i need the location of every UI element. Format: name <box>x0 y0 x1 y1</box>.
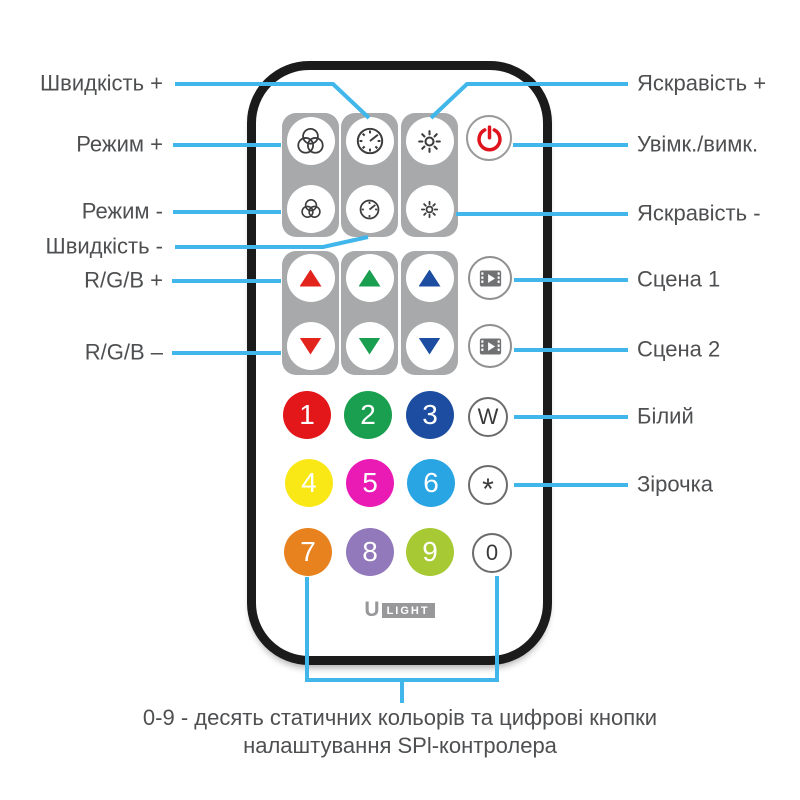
digit-9-button[interactable]: 9 <box>406 528 454 576</box>
brand-logo: U LIGHT <box>256 598 543 622</box>
brand-logo-u: U <box>364 598 380 621</box>
digit-2-button[interactable]: 2 <box>344 391 392 439</box>
label-scene2: Сцена 2 <box>637 336 721 362</box>
speed-minus-button[interactable] <box>345 185 394 233</box>
down-arrow-icon <box>299 337 322 355</box>
up-arrow-icon <box>358 269 381 287</box>
red-adjust-group <box>282 251 339 375</box>
label-mode-minus: Режим - <box>81 198 163 224</box>
mode-minus-button[interactable] <box>286 185 335 233</box>
mode-plus-button[interactable] <box>286 117 335 165</box>
digit-label: 6 <box>423 467 439 498</box>
star-button[interactable]: * <box>468 465 508 505</box>
label-white: Білий <box>637 403 694 429</box>
up-arrow-icon <box>418 269 441 287</box>
speed-gauge-icon <box>356 127 383 155</box>
digit-5-button[interactable]: 5 <box>346 459 394 507</box>
rgb-mode-icon <box>297 127 324 154</box>
film-play-icon <box>479 270 501 286</box>
speed-gauge-icon <box>359 199 380 219</box>
white-button[interactable]: W <box>468 397 508 437</box>
label-speed-plus: Швидкість + <box>40 70 163 96</box>
digits-caption: 0-9 - десять статичних кольорів та цифро… <box>142 705 658 758</box>
blue-up-button[interactable] <box>405 254 454 302</box>
brightness-minus-button[interactable] <box>405 185 454 233</box>
digit-label: 9 <box>422 536 438 567</box>
brightness-plus-button[interactable] <box>405 117 454 165</box>
power-icon <box>476 124 502 151</box>
label-star: Зірочка <box>637 471 713 497</box>
label-power: Увімк./вимк. <box>637 131 759 157</box>
label-speed-minus: Швидкість - <box>45 233 163 259</box>
digit-label: 7 <box>300 536 316 567</box>
film-play-icon <box>479 338 501 354</box>
sun-icon <box>418 129 441 153</box>
remote-body: 1 2 3 4 5 6 7 8 9 W * 0 U LIGHT <box>247 61 552 665</box>
blue-down-button[interactable] <box>405 322 454 370</box>
label-rgb-plus: R/G/B + <box>84 267 163 293</box>
label-scene1: Сцена 1 <box>637 266 721 292</box>
down-arrow-icon <box>418 337 441 355</box>
digit-label: 4 <box>301 467 317 498</box>
digit-label: 3 <box>422 399 438 430</box>
digit-label: 2 <box>360 399 376 430</box>
mode-button-group <box>282 113 339 237</box>
digit-7-button[interactable]: 7 <box>284 528 332 576</box>
digit-label: 5 <box>362 467 378 498</box>
speed-button-group <box>341 113 398 237</box>
label-rgb-minus: R/G/B – <box>84 339 163 365</box>
blue-adjust-group <box>401 251 458 375</box>
white-button-label: W <box>477 404 499 429</box>
digit-label: 1 <box>299 399 315 430</box>
zero-button[interactable]: 0 <box>472 533 512 573</box>
label-mode-plus: Режим + <box>76 131 163 157</box>
sun-icon <box>420 200 439 218</box>
digit-1-button[interactable]: 1 <box>283 391 331 439</box>
brand-logo-light: LIGHT <box>381 602 435 618</box>
zero-button-label: 0 <box>485 540 499 565</box>
digit-label: 8 <box>362 536 378 567</box>
brightness-button-group <box>401 113 458 237</box>
star-button-label: * <box>482 473 494 506</box>
red-up-button[interactable] <box>286 254 335 302</box>
red-down-button[interactable] <box>286 322 335 370</box>
digit-8-button[interactable]: 8 <box>346 528 394 576</box>
scene2-button[interactable] <box>468 324 512 368</box>
power-button[interactable] <box>466 115 512 161</box>
digit-4-button[interactable]: 4 <box>285 459 333 507</box>
scene1-button[interactable] <box>468 256 512 300</box>
digit-3-button[interactable]: 3 <box>406 391 454 439</box>
label-brightness-plus: Яскравість + <box>637 70 767 96</box>
digit-6-button[interactable]: 6 <box>407 459 455 507</box>
down-arrow-icon <box>358 337 381 355</box>
green-down-button[interactable] <box>345 322 394 370</box>
rgb-mode-icon <box>300 198 321 218</box>
green-up-button[interactable] <box>345 254 394 302</box>
green-adjust-group <box>341 251 398 375</box>
speed-plus-button[interactable] <box>345 117 394 165</box>
up-arrow-icon <box>299 269 322 287</box>
label-brightness-minus: Яскравість - <box>637 200 761 226</box>
